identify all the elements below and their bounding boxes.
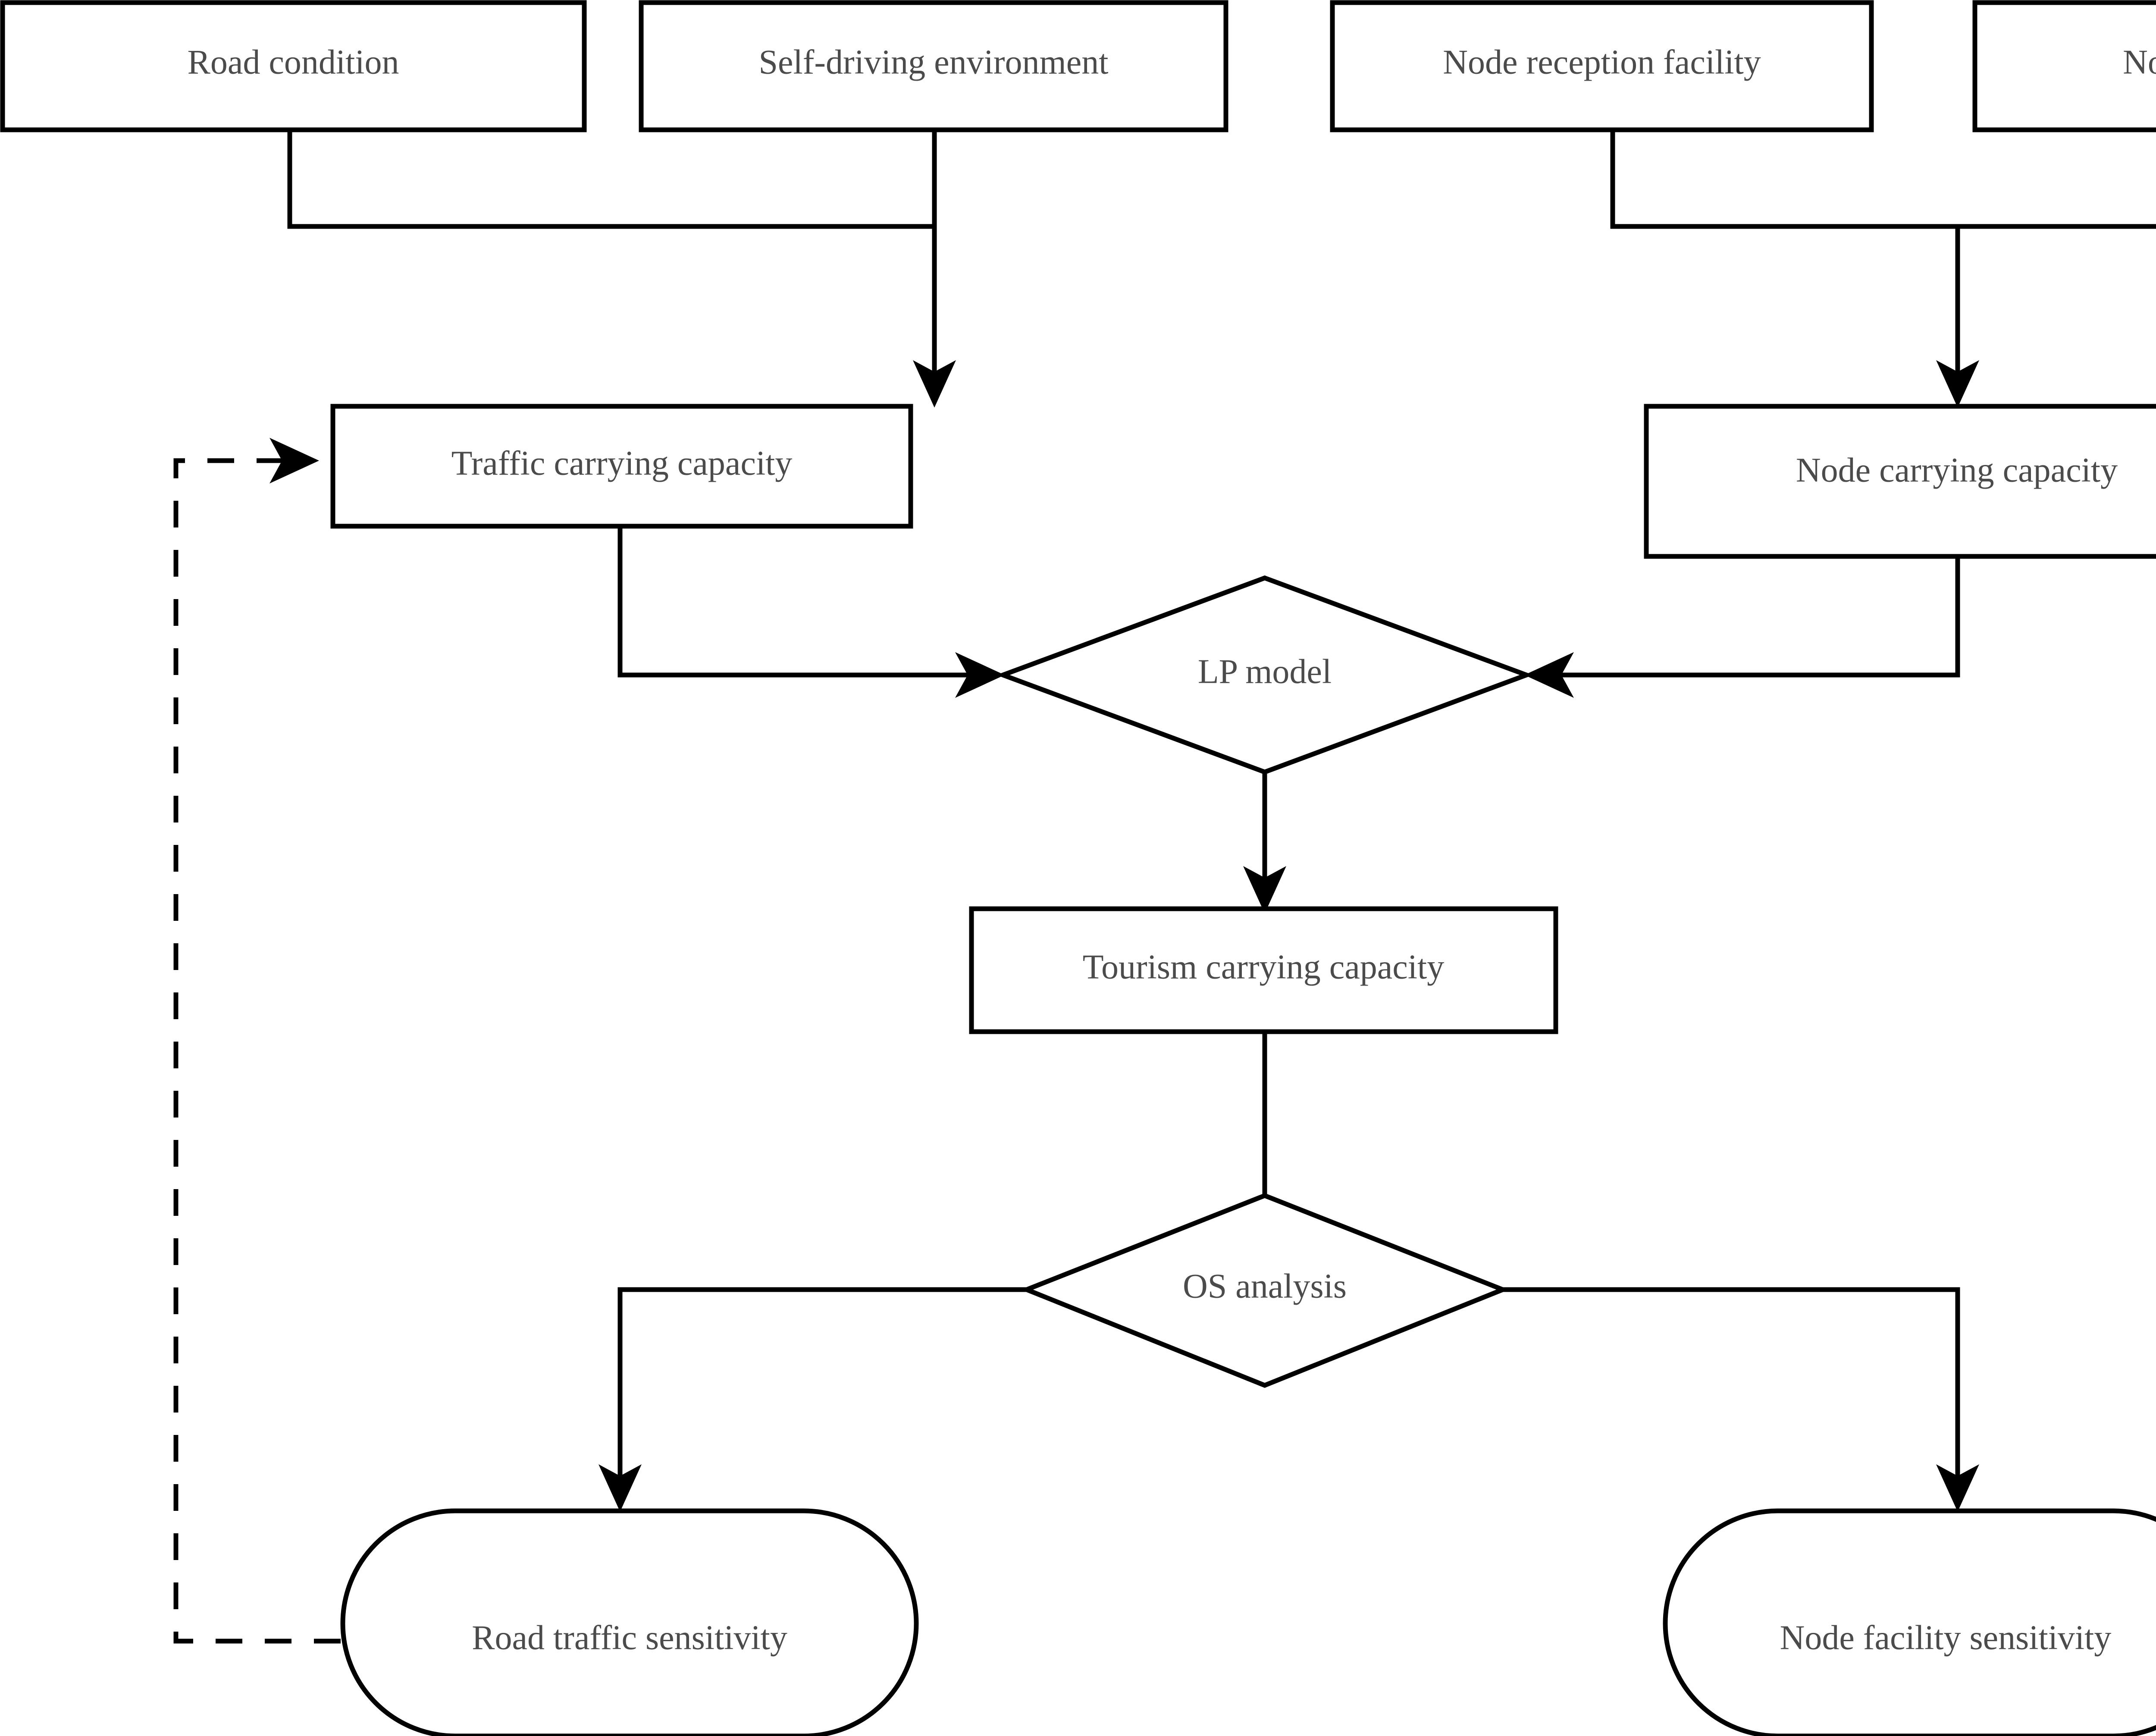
- edge-os-analysis-to-node-sensitivity: [1499, 1287, 1979, 1512]
- node-node-facility-sensitivity-label: Node facility sensitivity: [1780, 1619, 2112, 1657]
- edge-node-reception-to-node-capacity: [1610, 129, 1958, 229]
- node-node-retention-time-label: Node retention time: [2123, 43, 2156, 81]
- edge-node-capacity-to-lp-model: [1524, 556, 1960, 698]
- edge-road-sensitivity-feedback-to-traffic: [173, 438, 341, 1644]
- node-self-driving-environment-label: Self-driving environment: [759, 43, 1109, 81]
- node-node-reception-facility-label: Node reception facility: [1443, 43, 1761, 81]
- edge-os-analysis-to-road-sensitivity: [599, 1287, 1030, 1512]
- edge-node-retention-to-node-capacity: [1936, 224, 2156, 408]
- node-lp-model-label: LP model: [1198, 653, 1332, 691]
- edge-road-condition-to-traffic: [287, 129, 934, 229]
- node-tourism-carrying-capacity-label: Tourism carrying capacity: [1083, 948, 1445, 986]
- node-node-reception-facility[interactable]: Node reception facility: [1330, 0, 1874, 132]
- node-self-driving-environment[interactable]: Self-driving environment: [639, 0, 1228, 132]
- node-node-carrying-capacity-label: Node carrying capacity: [1796, 451, 2118, 489]
- node-lp-model[interactable]: LP model: [996, 575, 1533, 775]
- node-tourism-carrying-capacity[interactable]: Tourism carrying capacity: [969, 906, 1558, 1034]
- node-traffic-carrying-capacity-label: Traffic carrying capacity: [451, 444, 793, 482]
- node-os-analysis[interactable]: OS analysis: [1020, 1193, 1509, 1388]
- node-road-traffic-sensitivity[interactable]: Road traffic sensitivity: [340, 1508, 919, 1736]
- node-road-traffic-sensitivity-label: Road traffic sensitivity: [472, 1619, 787, 1657]
- edge-traffic-to-lp-model: [617, 526, 1005, 698]
- node-road-condition-label: Road condition: [187, 43, 399, 81]
- node-node-carrying-capacity[interactable]: Node carrying capacity: [1644, 404, 2156, 559]
- node-node-facility-sensitivity[interactable]: Node facility sensitivity: [1663, 1508, 2156, 1736]
- node-os-analysis-label: OS analysis: [1183, 1267, 1347, 1305]
- edge-self-driving-to-traffic: [913, 129, 956, 408]
- node-node-retention-time[interactable]: Node retention time: [1972, 0, 2156, 132]
- edge-lp-model-to-tourism: [1243, 750, 1286, 914]
- node-road-condition[interactable]: Road condition: [0, 0, 587, 132]
- node-traffic-carrying-capacity[interactable]: Traffic carrying capacity: [330, 404, 913, 529]
